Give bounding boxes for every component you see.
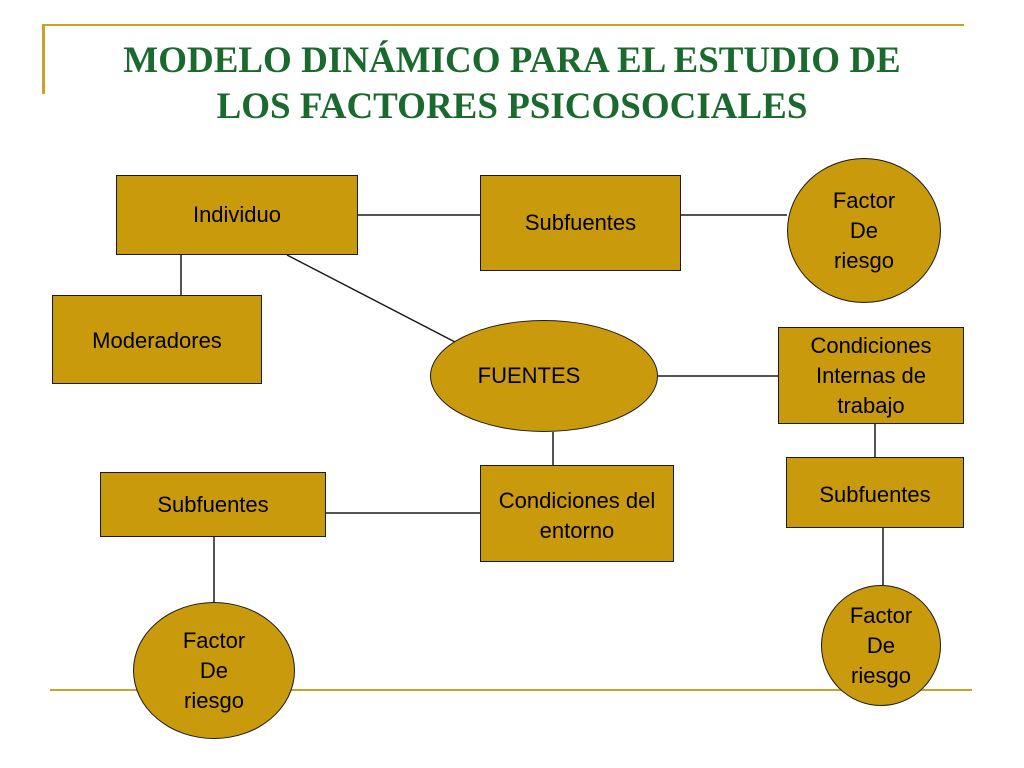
subfuentes-left-label: Subfuentes: [157, 491, 269, 517]
condiciones-entorno-box: Condiciones del entorno: [480, 465, 674, 562]
factor-riesgo-top-ellipse: Factor De riesgo: [787, 158, 941, 303]
decorative-top-line: [42, 24, 964, 26]
subfuentes-right-box: Subfuentes: [786, 457, 964, 528]
individuo-box: Individuo: [116, 175, 358, 255]
factor-riesgo-bottom-right-label: Factor De riesgo: [849, 602, 913, 688]
moderadores-label: Moderadores: [92, 328, 222, 353]
slide-title: MODELO DINÁMICO PARA EL ESTUDIO DE LOS F…: [60, 38, 964, 130]
individuo-label: Individuo: [192, 202, 282, 227]
decorative-bottom-line: [50, 689, 972, 691]
condiciones-entorno-label: Condiciones del entorno: [498, 488, 656, 543]
subfuentes-top-box: Subfuentes: [480, 175, 681, 271]
factor-riesgo-bottom-left-label: Factor De riesgo: [182, 627, 246, 713]
connector-individuo-fuentes: [286, 254, 456, 343]
subfuentes-left-box: Subfuentes: [100, 472, 326, 537]
subfuentes-top-label: Subfuentes: [524, 210, 637, 235]
title-line-2: LOS FACTORES PSICOSOCIALES: [216, 86, 808, 127]
title-line-1: MODELO DINÁMICO PARA EL ESTUDIO DE: [123, 40, 901, 81]
factor-riesgo-bottom-right-ellipse: Factor De riesgo: [821, 585, 941, 706]
subfuentes-right-label: Subfuentes: [819, 482, 931, 507]
factor-riesgo-top-label: Factor De riesgo: [832, 187, 896, 273]
condiciones-internas-label: Condiciones Internas de trabajo: [810, 332, 932, 418]
fuentes-label: FUENTES: [477, 363, 581, 388]
fuentes-ellipse: FUENTES: [430, 320, 658, 432]
factor-riesgo-bottom-left-ellipse: Factor De riesgo: [133, 602, 295, 739]
decorative-vertical-line: [42, 24, 45, 94]
condiciones-internas-box: Condiciones Internas de trabajo: [778, 327, 964, 424]
moderadores-box: Moderadores: [52, 295, 262, 384]
